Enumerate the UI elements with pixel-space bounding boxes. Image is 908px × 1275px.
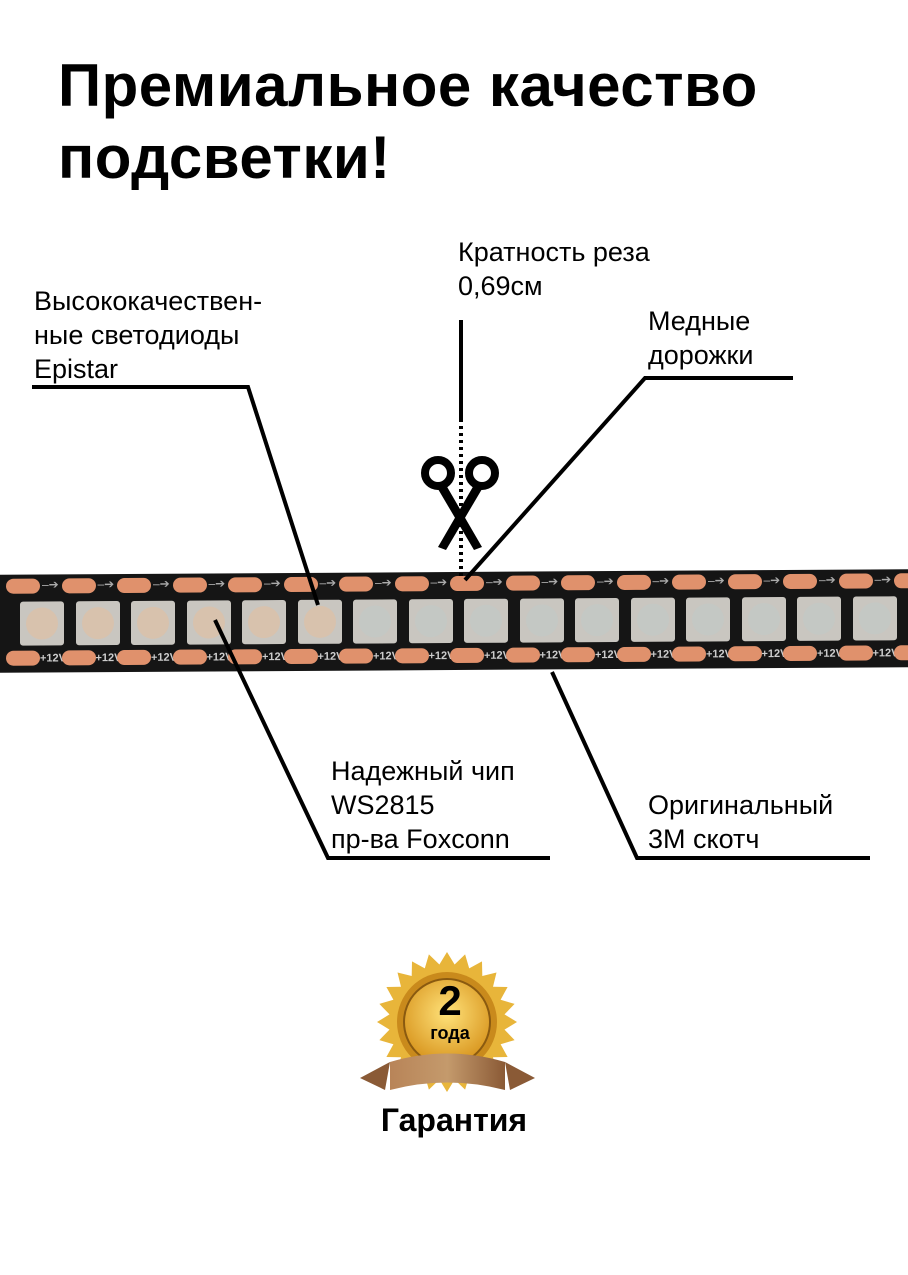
callout-line-leds <box>32 385 320 606</box>
label-leds-line2: ные светодиоды <box>34 320 240 350</box>
label-chip-line1: Надежный чип <box>331 756 515 786</box>
label-cut-line2: 0,69см <box>458 271 543 301</box>
label-tape-line1: Оригинальный <box>648 790 834 820</box>
callout-line-copper <box>463 376 793 582</box>
label-chip-line3: пр-ва Foxconn <box>331 824 510 854</box>
label-tape: Оригинальный 3M скотч <box>648 788 833 856</box>
callout-line-tape <box>550 671 870 860</box>
label-leds-line1: Высококачествен- <box>34 286 263 316</box>
scissors-icon <box>421 456 499 550</box>
warranty-years: 2 <box>438 977 462 1024</box>
label-copper: Медные дорожки <box>648 304 753 372</box>
title-line-1: Премиальное качество <box>58 52 758 119</box>
label-leds: Высококачествен- ные светодиоды Epistar <box>34 284 262 386</box>
label-copper-line2: дорожки <box>648 340 754 370</box>
callout-line-chip <box>213 619 550 860</box>
label-chip-line2: WS2815 <box>331 790 435 820</box>
label-chip: Надежный чип WS2815 пр-ва Foxconn <box>331 754 515 856</box>
warranty-caption: Гарантия <box>380 1102 528 1138</box>
title-line-2: подсветки! <box>58 124 391 191</box>
medal-icon <box>360 952 535 1092</box>
label-leds-line3: Epistar <box>34 354 119 384</box>
label-cut-line1: Кратность реза <box>458 237 650 267</box>
warranty-badge: 2 года <box>355 950 545 1110</box>
label-cut: Кратность реза 0,69см <box>458 235 650 303</box>
label-copper-line1: Медные <box>648 306 751 336</box>
label-tape-line2: 3M скотч <box>648 824 760 854</box>
warranty-unit: года <box>430 1023 470 1043</box>
